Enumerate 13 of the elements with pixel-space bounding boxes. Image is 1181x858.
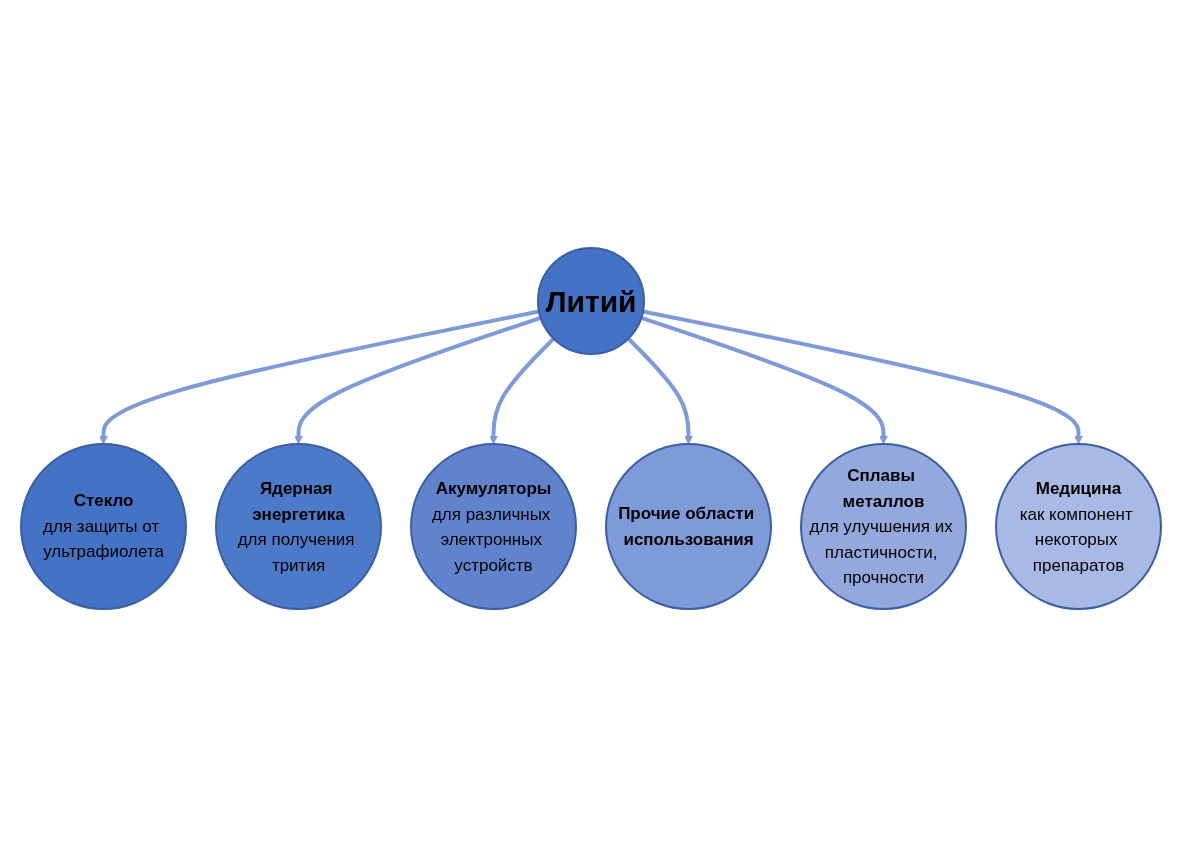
node-circle: Сплавы металлов для улучшения их пластичности, прочности — [799, 443, 967, 611]
node-circle: Акумуляторы для различных электронных устройств — [409, 443, 577, 611]
arrow — [488, 337, 555, 445]
arrow — [626, 337, 693, 445]
node-circle: Литий — [536, 247, 645, 356]
arrow — [98, 310, 539, 445]
node-circle: Стекло для защиты от ультрафиолета — [19, 443, 187, 611]
arrow — [642, 310, 1083, 445]
node-circle: Прочие области использования — [604, 443, 772, 611]
arrow — [293, 316, 541, 445]
node-circle: Ядерная энергетика для получения трития — [214, 443, 382, 611]
node-circle: Медицина как компонент некоторых препаратов — [994, 443, 1162, 611]
arrow — [640, 316, 888, 445]
